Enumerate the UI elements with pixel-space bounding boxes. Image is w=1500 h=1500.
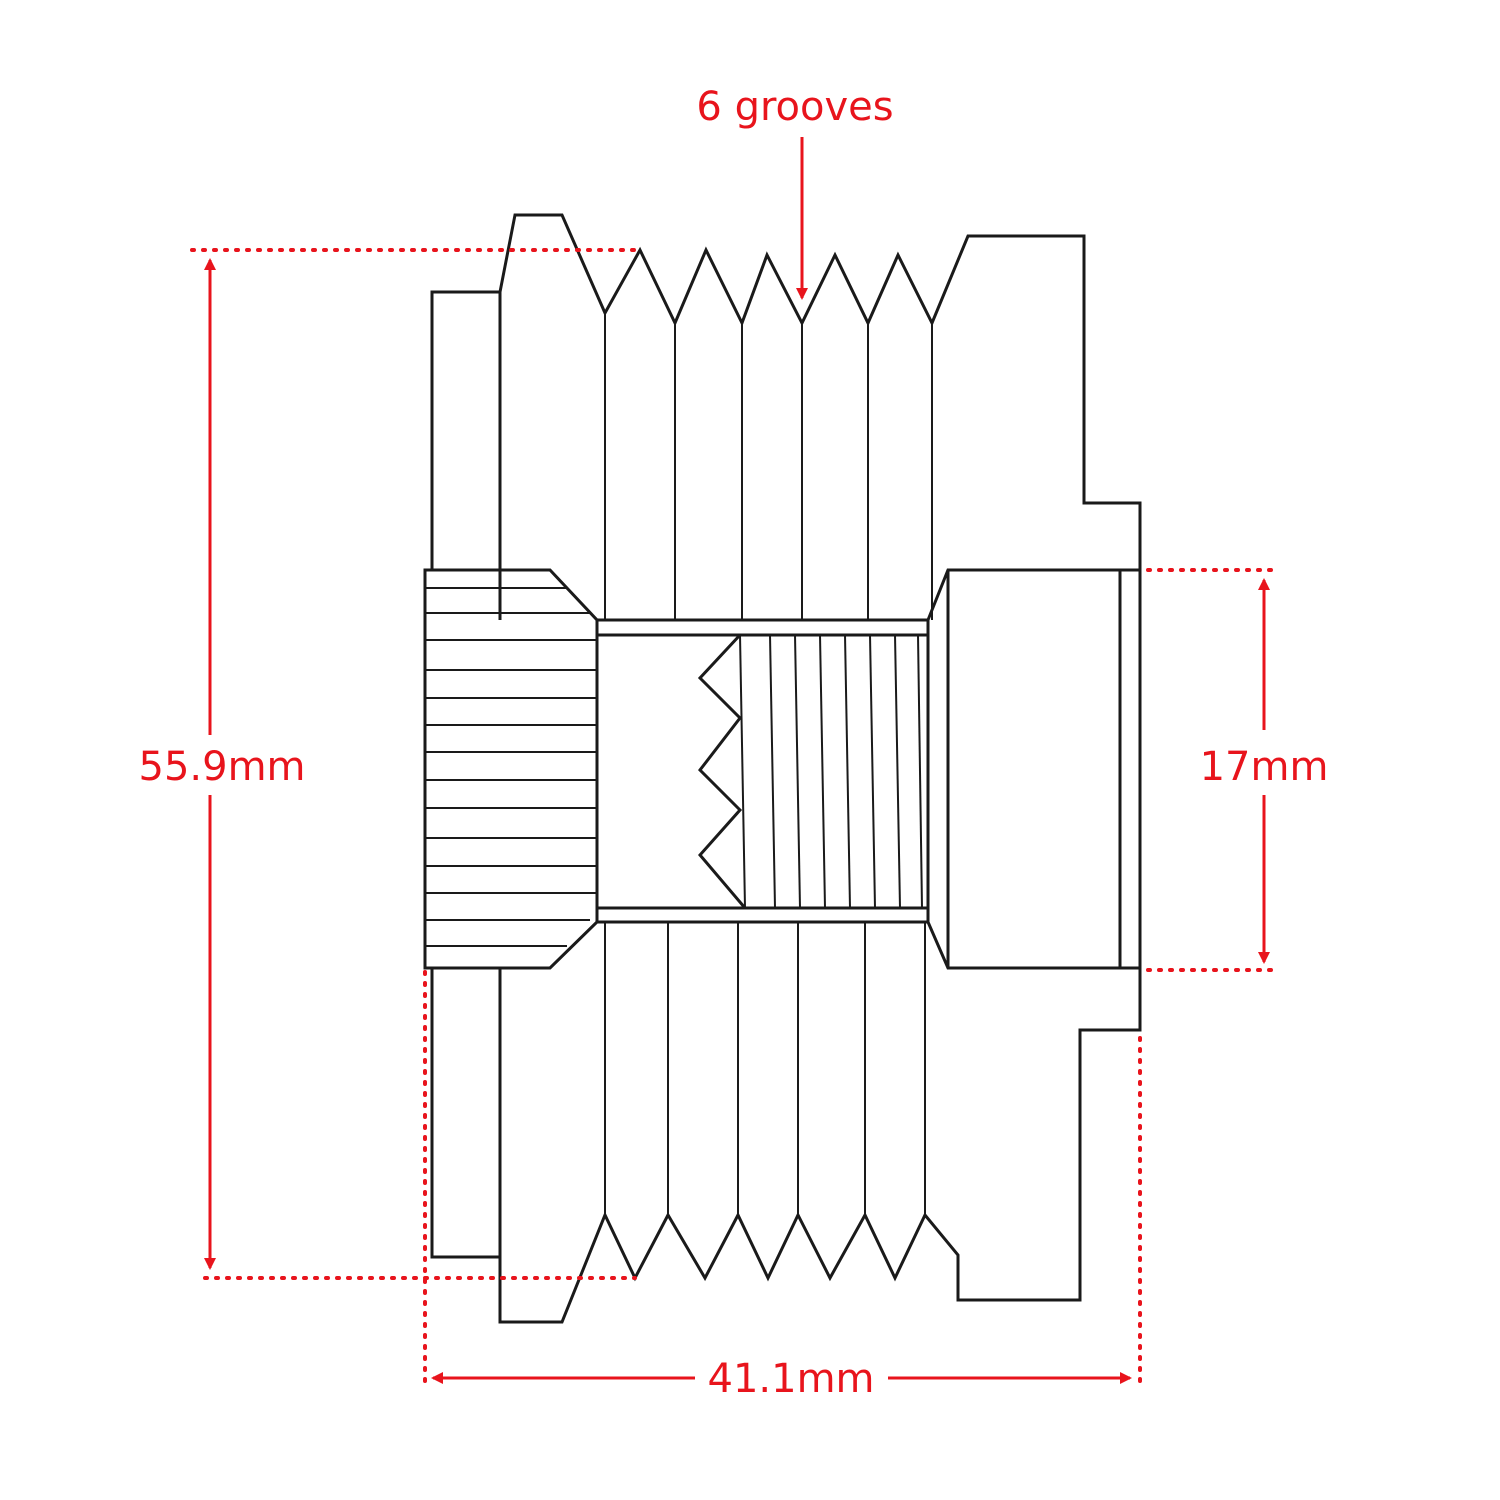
grooves-label: 6 grooves (696, 84, 893, 130)
height-label: 55.9mm (139, 744, 306, 790)
bore-label: 17mm (1200, 744, 1329, 790)
bore-outline (597, 618, 930, 924)
groove-lines-bottom (604, 922, 926, 1215)
pulley-top-profile (498, 213, 1142, 620)
pulley-outline (430, 213, 1142, 1324)
groove-lines-top (604, 313, 933, 620)
dimensions: 6 grooves 55.9mm 17mm 41.1mm (139, 84, 1329, 1402)
spline-lines (425, 587, 597, 947)
thread-lines (739, 634, 923, 909)
thread-profile (697, 633, 747, 909)
spline-hub-outline (423, 568, 599, 970)
left-flange (430, 290, 500, 1259)
right-hub (926, 568, 1142, 970)
width-label: 41.1mm (708, 1356, 875, 1402)
threaded-bore (597, 618, 930, 924)
spline-hub (423, 568, 599, 970)
pulley-bottom-profile (498, 968, 1142, 1324)
right-hub-outline (926, 568, 1142, 970)
